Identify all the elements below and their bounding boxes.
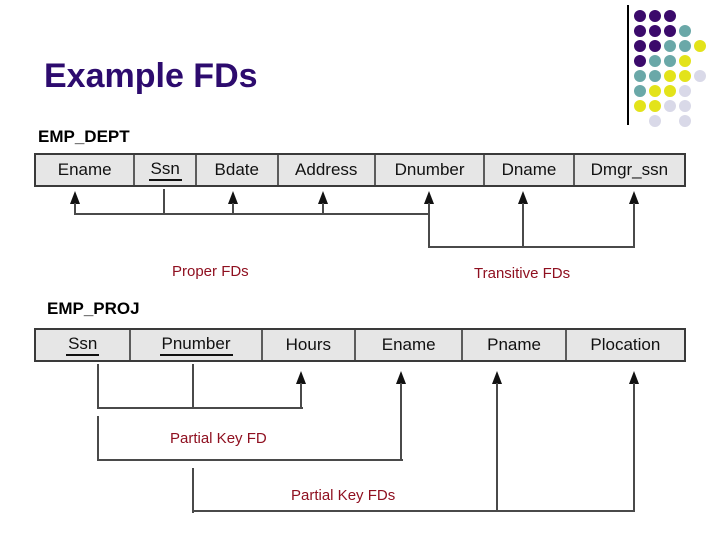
fd-stem-dmgr-ssn xyxy=(633,203,635,248)
logo-dot-yellow xyxy=(679,55,691,67)
logo-dot-purple xyxy=(649,25,661,37)
fd-bus-transitive xyxy=(428,246,635,248)
logo-dot-teal xyxy=(634,70,646,82)
relation-name-emp-proj: EMP_PROJ xyxy=(47,299,140,318)
fd-stem-ename-proj xyxy=(400,383,402,461)
caption-partial-key-fd: Partial Key FD xyxy=(170,430,267,447)
attribute-address: Address xyxy=(278,155,376,185)
caption-transitive-fds: Transitive FDs xyxy=(474,265,571,282)
attribute-label: Address xyxy=(295,160,358,179)
logo-dot-yellow xyxy=(664,85,676,97)
fd-stem-pname xyxy=(496,383,498,512)
fd-bus-proper xyxy=(74,213,430,215)
fd-arrow-dname xyxy=(518,191,528,204)
logo-dot-teal xyxy=(634,85,646,97)
attribute-plocation: Plocation xyxy=(566,330,684,360)
logo-dot-yellow xyxy=(634,100,646,112)
attribute-label: Ssn xyxy=(66,334,100,356)
logo-dot-teal xyxy=(679,40,691,52)
attribute-label: Plocation xyxy=(590,335,661,354)
attribute-label: Dmgr_ssn xyxy=(590,160,669,179)
logo-dot-purple xyxy=(634,55,646,67)
fd-stem-bdate xyxy=(232,203,234,215)
relation-table-emp-proj: Ssn Pnumber Hours Ename Pname Plocation xyxy=(34,328,686,362)
logo-dot-lavender xyxy=(694,70,706,82)
logo-dot-purple xyxy=(634,10,646,22)
attribute-label: Ename xyxy=(381,335,436,354)
fd-stem-address xyxy=(322,203,324,215)
relation-name-emp-dept: EMP_DEPT xyxy=(38,127,130,146)
logo-dot-lavender xyxy=(649,115,661,127)
logo-dot-yellow xyxy=(664,70,676,82)
logo-dot-yellow xyxy=(649,85,661,97)
fd-arrow-dnumber xyxy=(424,191,434,204)
fd-arrow-pname xyxy=(492,371,502,384)
attribute-ssn: Ssn xyxy=(36,330,132,360)
fd-source-stub-ssn-proj xyxy=(97,364,99,409)
caption-partial-key-fds: Partial Key FDs xyxy=(291,487,396,504)
attribute-label: Hours xyxy=(285,335,331,354)
logo-dot-teal xyxy=(664,55,676,67)
fd-stem-ename xyxy=(74,203,76,215)
attribute-ename: Ename xyxy=(36,155,136,185)
logo-dot-purple xyxy=(649,10,661,22)
attribute-bdate: Bdate xyxy=(197,155,279,185)
logo-dot-purple xyxy=(634,25,646,37)
attribute-label: Dnumber xyxy=(394,160,465,179)
logo-dot-yellow xyxy=(649,100,661,112)
fd-arrow-bdate xyxy=(228,191,238,204)
attribute-hours: Hours xyxy=(262,330,357,360)
logo-dot-teal xyxy=(649,55,661,67)
fd-bus-fullkey xyxy=(97,407,303,409)
logo-dot-teal xyxy=(679,25,691,37)
fd-arrow-address xyxy=(318,191,328,204)
attribute-label: Ssn xyxy=(148,159,182,181)
attribute-label: Ename xyxy=(57,160,112,179)
attribute-label: Pname xyxy=(487,335,541,354)
logo-dot-teal xyxy=(649,70,661,82)
attribute-ename: Ename xyxy=(356,330,464,360)
page-title: Example FDs xyxy=(44,57,258,95)
fd-arrow-dmgr-ssn xyxy=(629,191,639,204)
attribute-label: Pnumber xyxy=(159,334,233,356)
fd-stem-dname xyxy=(522,203,524,248)
attribute-ssn: Ssn xyxy=(135,155,198,185)
caption-proper-fds: Proper FDs xyxy=(172,263,249,280)
fd-stem-plocation xyxy=(633,383,635,512)
logo-dot-lavender xyxy=(679,115,691,127)
logo-vertical-rule xyxy=(627,5,629,125)
attribute-dname: Dname xyxy=(485,155,575,185)
logo-dot-lavender xyxy=(679,100,691,112)
logo-dot-lavender xyxy=(664,100,676,112)
logo-dot-purple xyxy=(634,40,646,52)
attribute-dnumber: Dnumber xyxy=(375,155,486,185)
fd-arrow-ename xyxy=(70,191,80,204)
fd-arrow-ename-proj xyxy=(396,371,406,384)
fd-bus-partial-key-fd xyxy=(97,459,403,461)
fd-stem-hours xyxy=(300,383,302,409)
attribute-label: Bdate xyxy=(214,160,259,179)
attribute-label: Dname xyxy=(501,160,557,179)
attribute-pnumber: Pnumber xyxy=(131,330,263,360)
logo-dot-purple xyxy=(664,10,676,22)
attribute-dmgr_ssn: Dmgr_ssn xyxy=(574,155,685,185)
relation-table-emp-dept: Ename Ssn Bdate Address Dnumber Dname Dmgr_ssn xyxy=(34,153,686,187)
attribute-pname: Pname xyxy=(463,330,567,360)
fd-arrow-plocation xyxy=(629,371,639,384)
fd-source-stub-pnumber xyxy=(192,364,194,409)
fd-bus-partial-key-fds xyxy=(192,510,634,512)
fd-arrow-hours xyxy=(296,371,306,384)
logo-dot-yellow xyxy=(694,40,706,52)
fd-source-stub-ssn xyxy=(163,189,165,215)
fd-partial-2-left-drop xyxy=(192,468,194,513)
logo-dot-teal xyxy=(664,40,676,52)
fd-stem-dnumber xyxy=(428,203,430,215)
logo-dot-purple xyxy=(649,40,661,52)
logo-dot-purple xyxy=(664,25,676,37)
logo-dot-yellow xyxy=(679,70,691,82)
logo-dot-lavender xyxy=(679,85,691,97)
fd-drop-dnumber-source xyxy=(428,213,430,248)
fd-partial-left-drop xyxy=(97,416,99,461)
